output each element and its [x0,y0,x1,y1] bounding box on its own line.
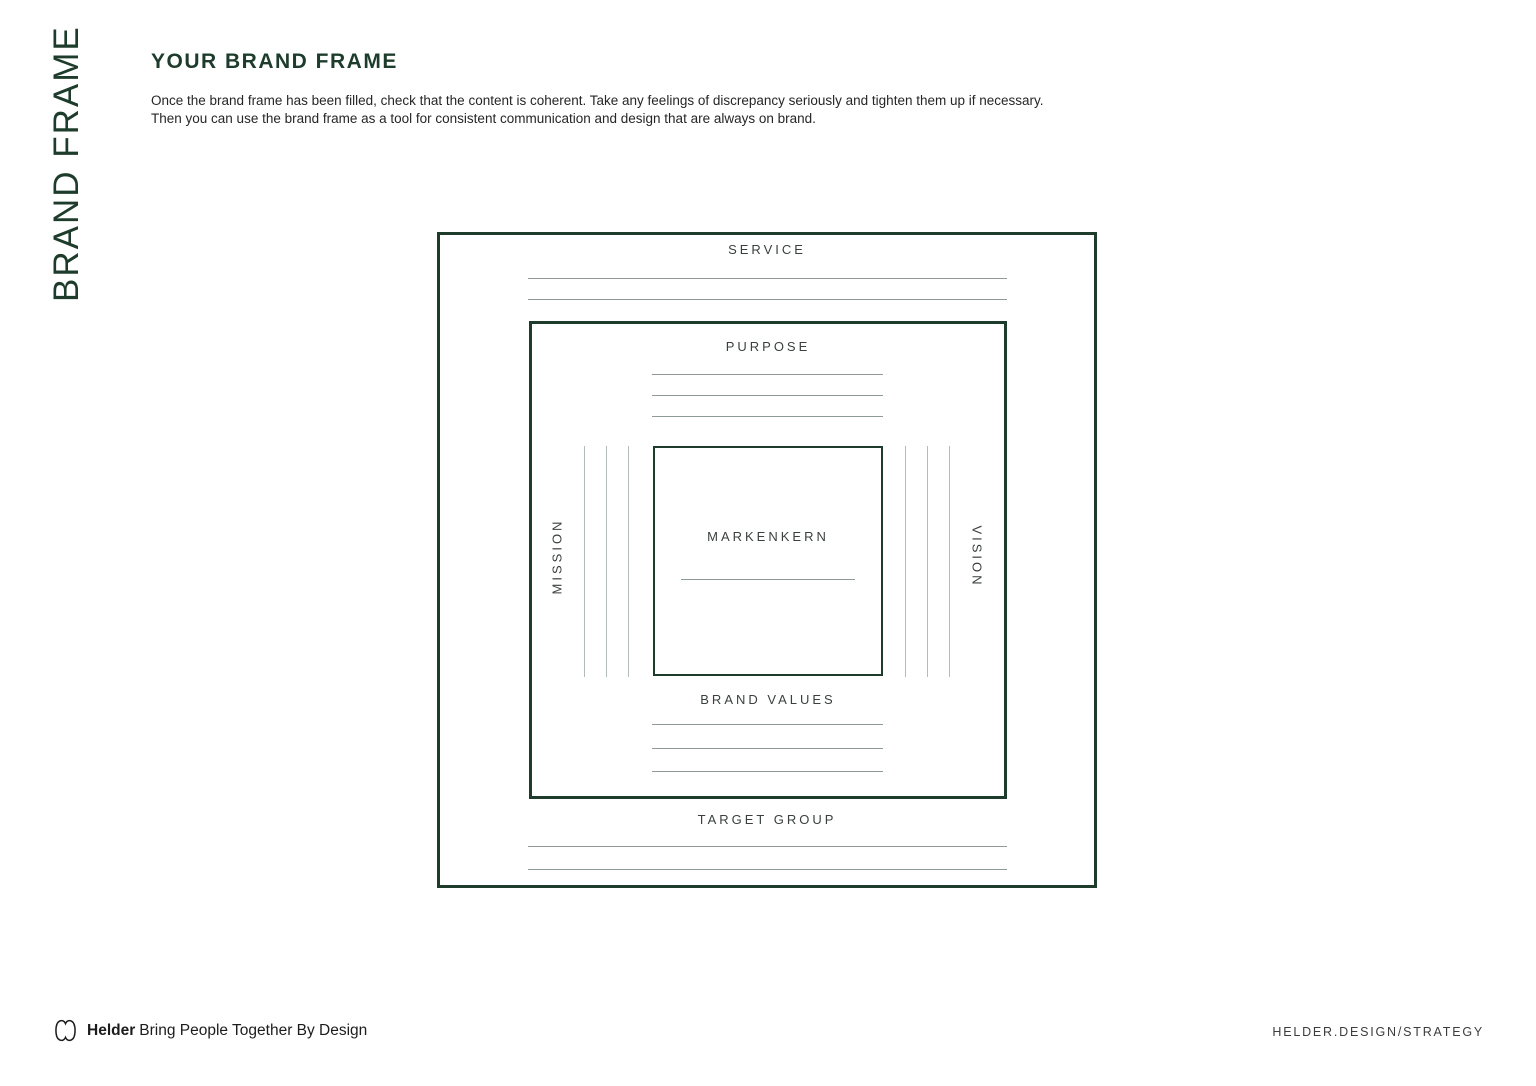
label-brand-values: BRAND VALUES [700,692,836,707]
write-line-brand-values-2 [652,748,883,749]
footer-url: HELDER.DESIGN/STRATEGY [1272,1025,1484,1039]
label-service: SERVICE [728,242,806,257]
write-line-service-2 [528,299,1007,300]
divider-line-right-2 [927,446,928,677]
intro-line-2: Then you can use the brand frame as a to… [151,110,816,126]
label-target-group: TARGET GROUP [697,812,837,827]
divider-line-left-3 [628,446,629,677]
inner-frame-markenkern-box [653,446,883,676]
write-line-purpose-2 [652,395,883,396]
write-line-target-group-1 [528,846,1007,847]
label-mission: MISSION [549,518,565,595]
footer-tagline-text: Bring People Together By Design [139,1021,368,1039]
divider-line-left-2 [606,446,607,677]
footer-brand-name: Helder [87,1021,136,1039]
write-line-service-1 [528,278,1007,279]
write-line-target-group-2 [528,869,1007,870]
write-line-purpose-1 [652,374,883,375]
divider-line-right-3 [949,446,950,677]
divider-line-right-1 [905,446,906,677]
divider-line-left-1 [584,446,585,677]
outer-frame-service-box [437,232,1097,888]
page-side-label: BRAND FRAME [47,25,86,302]
label-purpose: PURPOSE [725,339,811,354]
write-line-brand-values-1 [652,724,883,725]
intro-paragraph: Once the brand frame has been filled, ch… [151,92,1044,127]
write-line-markenkern [681,579,855,580]
intro-line-1: Once the brand frame has been filled, ch… [151,93,1044,108]
write-line-brand-values-3 [652,771,883,772]
helder-logo-icon [55,1019,76,1042]
page-title: YOUR BRAND FRAME [151,50,398,73]
write-line-purpose-3 [652,416,883,417]
middle-frame-purpose-box [529,321,1007,799]
label-vision: VISION [969,525,985,588]
label-markenkern: MARKENKERN [707,529,829,544]
